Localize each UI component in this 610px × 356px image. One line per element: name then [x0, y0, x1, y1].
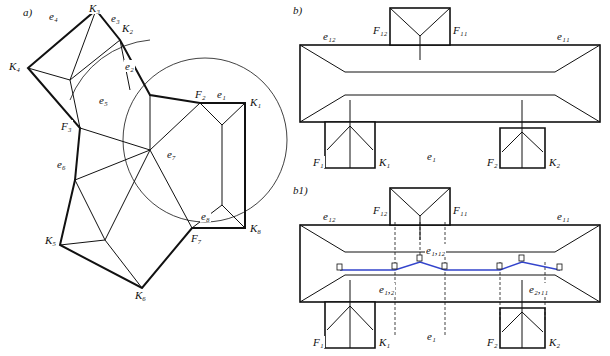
point-markers — [337, 255, 562, 270]
point-label: e₁ — [426, 150, 437, 162]
point-label: b1) — [292, 184, 309, 196]
point-label: K₂ — [548, 336, 561, 348]
point-label: e₂ — [124, 60, 135, 72]
point-label: b) — [292, 4, 303, 16]
construction-circle — [123, 58, 287, 222]
point-label: e₁ — [426, 330, 437, 342]
roof-outline — [28, 10, 245, 288]
point-label: K₃ — [88, 2, 101, 14]
point-label: e₁₂ — [322, 30, 337, 42]
point-label: F₂ — [486, 156, 499, 168]
point-label: F₂ — [194, 88, 207, 100]
point-label: K₆ — [134, 289, 147, 301]
point-label: F₂ — [486, 336, 499, 348]
hip-lines — [28, 10, 245, 288]
point-label: F₁ — [312, 156, 325, 168]
roof-plan — [300, 8, 600, 168]
point-label: K₈ — [249, 222, 262, 234]
point-label: F₁₂ — [372, 24, 388, 36]
projection-lines — [395, 222, 545, 335]
point-label: e₂,₁₁ — [528, 283, 549, 295]
point-label: e₃ — [110, 12, 121, 24]
point-label: K₄ — [8, 60, 21, 72]
intersection-line — [340, 262, 560, 270]
point-label: e₄ — [48, 10, 59, 22]
point-label: K₂ — [548, 156, 561, 168]
point-label: F₇ — [190, 232, 203, 244]
point-label: e₅ — [98, 94, 109, 106]
point-label: e₁₁ — [556, 210, 571, 222]
point-label: K₂ — [121, 22, 134, 34]
point-label: F₁ — [312, 336, 325, 348]
point-label: F₁₁ — [452, 204, 468, 216]
point-label: F₁₂ — [372, 204, 388, 216]
point-label: K₁ — [249, 96, 262, 108]
point-label: K₅ — [44, 234, 57, 246]
point-label: e₁₂ — [322, 210, 337, 222]
point-label: a) — [22, 6, 33, 18]
point-label: e₁ — [216, 88, 227, 100]
point-label: K₁ — [378, 336, 391, 348]
point-label: F₁₁ — [452, 24, 468, 36]
point-label: e₇ — [166, 148, 177, 160]
point-label: e₁,₁₂ — [425, 244, 446, 256]
point-label: K₁ — [378, 156, 391, 168]
point-label: e₈ — [200, 210, 211, 222]
roof-plan-copy — [300, 188, 600, 348]
point-label: e₁₁ — [556, 30, 571, 42]
point-label: F₃ — [60, 120, 73, 132]
point-label: e₆ — [56, 158, 67, 170]
point-label: e₁,₂ — [378, 283, 395, 295]
